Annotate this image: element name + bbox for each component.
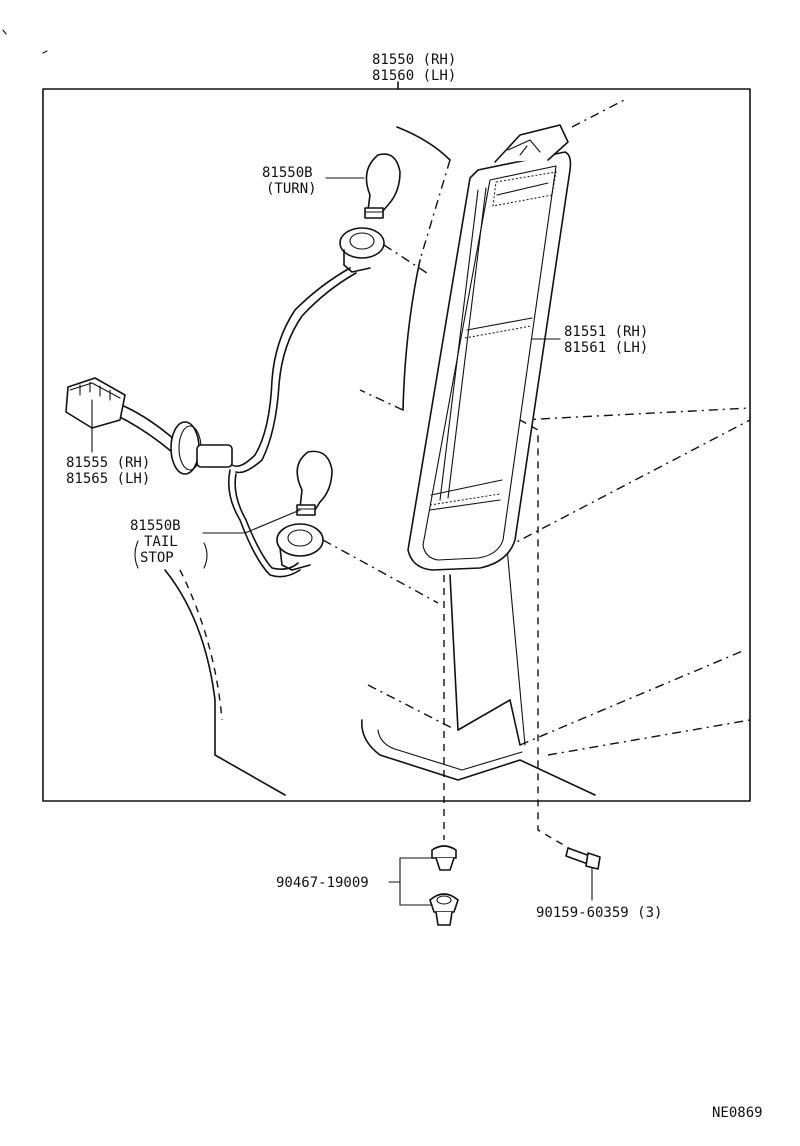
screw	[565, 847, 601, 870]
tail-stop-bulb	[296, 450, 333, 516]
diagram-id: NE0869	[712, 1105, 763, 1121]
diagram-frame	[42, 88, 751, 802]
tail-bulb-label: 81550B	[130, 518, 181, 534]
turn-bulb-sub-label: (TURN)	[266, 181, 317, 197]
clip-leader	[399, 857, 433, 906]
clip-bottom	[429, 893, 459, 926]
turn-socket	[339, 227, 385, 273]
stray-mark-2	[2, 29, 7, 35]
lens-label-rh: 81551 (RH)	[564, 324, 648, 340]
socket-wire-label-lh: 81565 (LH)	[66, 471, 150, 487]
lamp-assy-label-rh: 81550 (RH)	[372, 52, 456, 68]
combination-lamp-lens	[407, 124, 572, 571]
turn-bulb-label: 81550B	[262, 165, 313, 181]
socket-wire-label-rh: 81555 (RH)	[66, 455, 150, 471]
tail-bulb-label-stop: STOP	[140, 550, 174, 566]
clip-label: 90467-19009	[276, 875, 369, 891]
tail-bulb-bracket-right	[203, 542, 208, 569]
tail-bulb-label-tail: TAIL	[144, 534, 178, 550]
screw-label: 90159-60359 (3)	[536, 905, 662, 921]
stray-mark	[42, 50, 48, 54]
turn-bulb	[364, 153, 401, 219]
grommet	[170, 421, 233, 475]
tail-bulb-bracket	[134, 540, 139, 569]
vehicle-body-outline	[164, 97, 751, 796]
screw-align-line	[519, 419, 573, 851]
turn-socket-align-line	[383, 244, 431, 276]
lens-label-lh: 81561 (LH)	[564, 340, 648, 356]
tail-stop-socket	[276, 523, 324, 571]
clip-top	[431, 845, 457, 871]
lamp-assy-label-lh: 81560 (LH)	[372, 68, 456, 84]
tail-bulb-leader	[202, 509, 301, 534]
socket-align-line	[322, 539, 439, 604]
harness-connector	[65, 377, 126, 429]
